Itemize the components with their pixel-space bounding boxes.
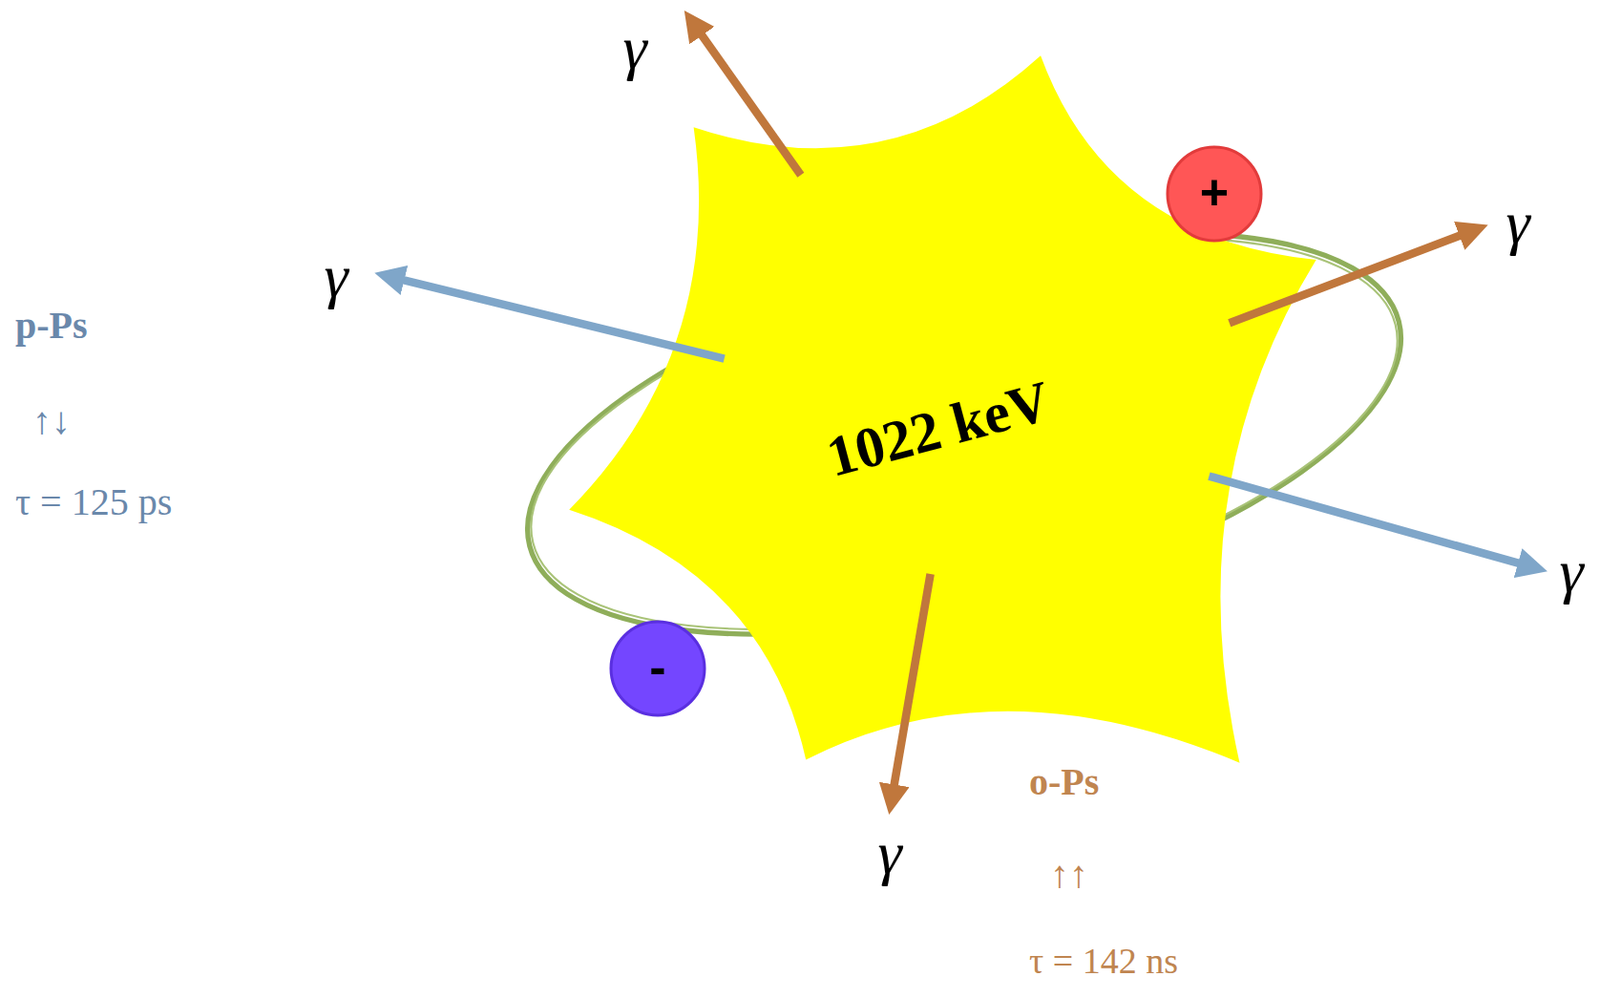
photon-arrow <box>1208 476 1538 569</box>
burst-star <box>568 55 1316 762</box>
electron-circle: - <box>609 619 707 717</box>
state-name: p-Ps <box>15 303 88 348</box>
photon-arrow <box>383 274 725 359</box>
lifetime: τ = 142 ns <box>1029 940 1179 983</box>
spin-arrows: ↑↓ <box>32 399 71 443</box>
photon-symbol: γ <box>323 240 348 312</box>
photon-symbol: γ <box>877 817 902 888</box>
photon-arrow <box>890 573 931 806</box>
photon-symbol: γ <box>622 12 647 84</box>
photon-arrow <box>689 18 801 176</box>
photon-arrow <box>1229 228 1480 323</box>
positron-circle: + <box>1165 145 1264 243</box>
photon-symbol: γ <box>1558 535 1583 607</box>
lifetime: τ = 125 ps <box>15 480 172 525</box>
photon-symbol: γ <box>1505 187 1530 258</box>
state-name: o-Ps <box>1029 759 1099 804</box>
charge-sign: + <box>1200 167 1229 217</box>
particle-circle <box>1167 147 1262 241</box>
spin-arrows: ↑↑ <box>1050 852 1089 897</box>
charge-sign: - <box>649 641 666 692</box>
particle-circle <box>610 621 705 716</box>
